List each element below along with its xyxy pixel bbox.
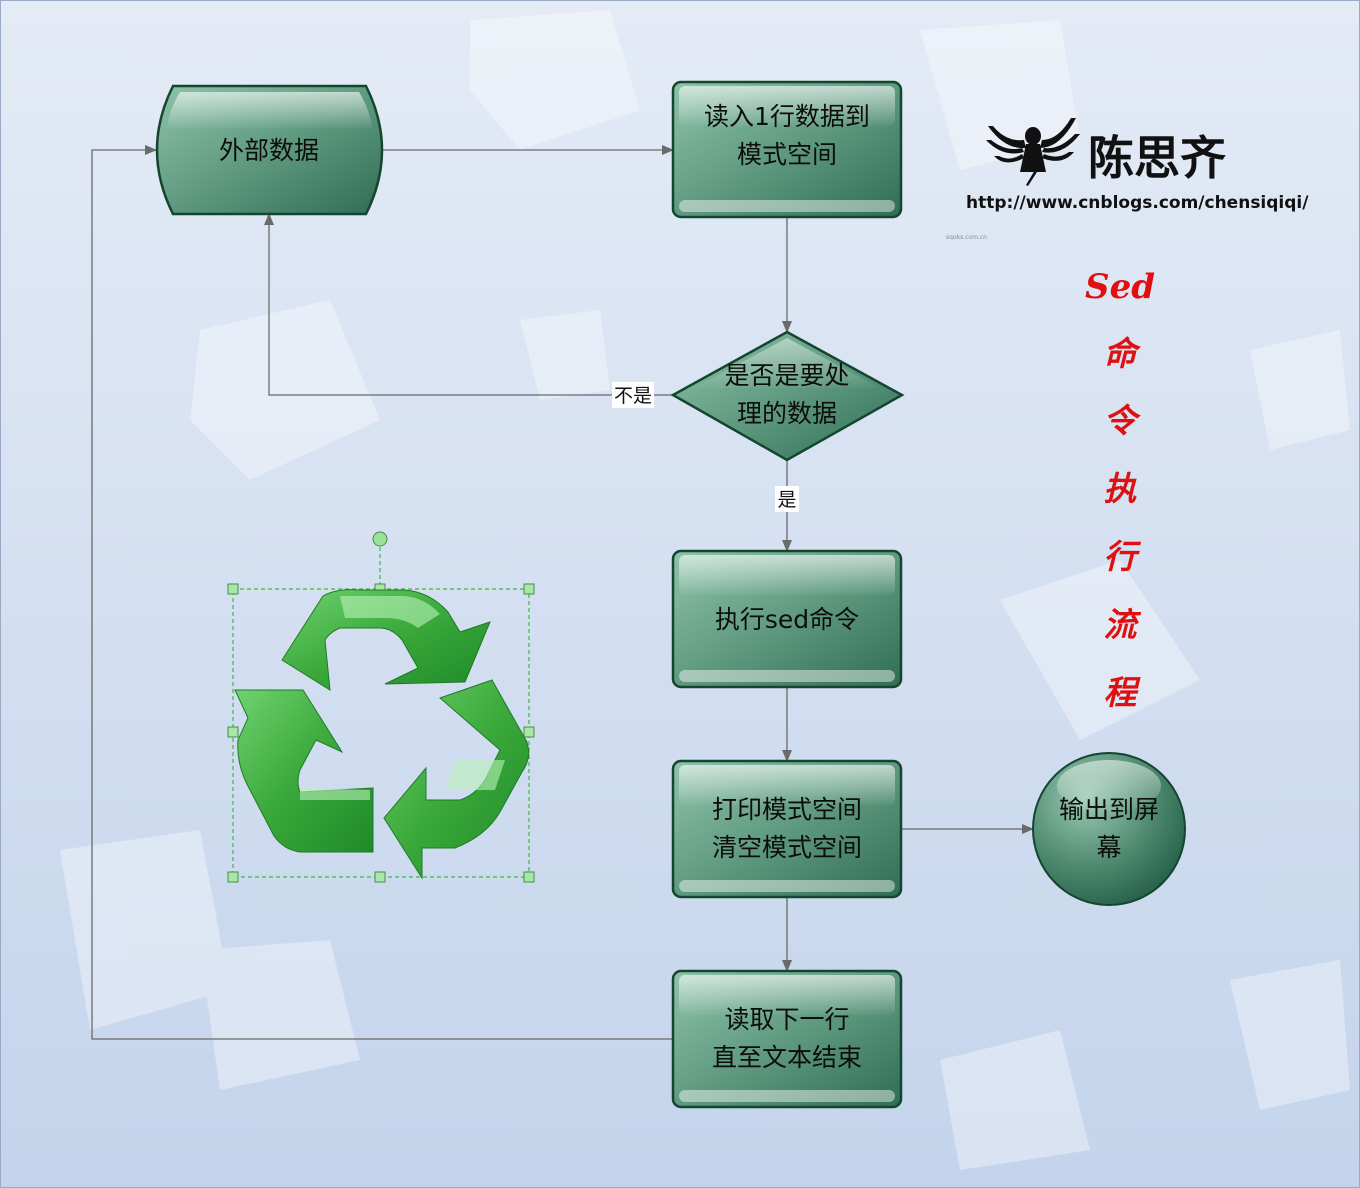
edge-decision-no	[264, 213, 673, 396]
node-execute-sed[interactable]: 执行sed命令	[671, 549, 903, 689]
side-title-char-1: Sed	[1085, 267, 1155, 307]
side-title: Sed 命 令 执 行 流 程	[1085, 267, 1155, 712]
brand-logo: 陈思齐 http://www.cnblogs.com/chensiqiqi/ s…	[946, 118, 1309, 241]
node-read-next[interactable]: 读取下一行 直至文本结束	[671, 969, 903, 1109]
side-title-char-2: 命	[1104, 334, 1142, 373]
node-print-label-2: 清空模式空间	[712, 833, 862, 862]
side-title-char-6: 流	[1104, 605, 1142, 644]
edge-label-no: 不是	[612, 382, 654, 408]
node-execute-sed-label: 执行sed命令	[715, 605, 859, 634]
brand-name: 陈思齐	[1088, 131, 1226, 185]
node-read-line-label-2: 模式空间	[737, 140, 837, 169]
svg-text:不是: 不是	[614, 385, 652, 407]
node-read-next-label-2: 直至文本结束	[712, 1043, 862, 1072]
edge-next-loop	[91, 145, 673, 1040]
node-read-next-label-1: 读取下一行	[724, 1005, 849, 1034]
node-external-data[interactable]: 外部数据	[155, 84, 384, 216]
node-output-label-1: 输出到屏	[1059, 795, 1159, 824]
side-title-char-7: 程	[1104, 673, 1142, 712]
side-title-char-4: 执	[1104, 469, 1138, 508]
node-external-data-label: 外部数据	[219, 136, 319, 165]
node-read-line-label-1: 读入1行数据到	[704, 102, 870, 131]
selection-handles[interactable]	[227, 583, 535, 883]
recycle-icon[interactable]	[227, 531, 535, 883]
node-output-label-2: 幕	[1096, 833, 1121, 862]
side-title-char-5: 行	[1104, 537, 1142, 576]
node-output-screen[interactable]: 输出到屏 幕	[1032, 752, 1186, 906]
node-read-line[interactable]: 读入1行数据到 模式空间	[671, 80, 903, 219]
brand-tiny-text: sqoks.com.cn	[946, 234, 987, 241]
node-decision[interactable]: 是否是要处 理的数据	[670, 330, 905, 462]
svg-text:是: 是	[777, 489, 796, 511]
node-decision-label-1: 是否是要处	[724, 361, 849, 390]
winged-figure-icon	[986, 118, 1080, 186]
brand-url[interactable]: http://www.cnblogs.com/chensiqiqi/	[966, 193, 1309, 213]
edge-label-yes: 是	[775, 486, 799, 512]
node-print[interactable]: 打印模式空间 清空模式空间	[671, 759, 903, 899]
background-decoration	[60, 10, 1350, 1170]
node-print-label-1: 打印模式空间	[712, 795, 862, 824]
node-decision-label-2: 理的数据	[737, 399, 837, 428]
side-title-char-3: 令	[1104, 401, 1142, 440]
